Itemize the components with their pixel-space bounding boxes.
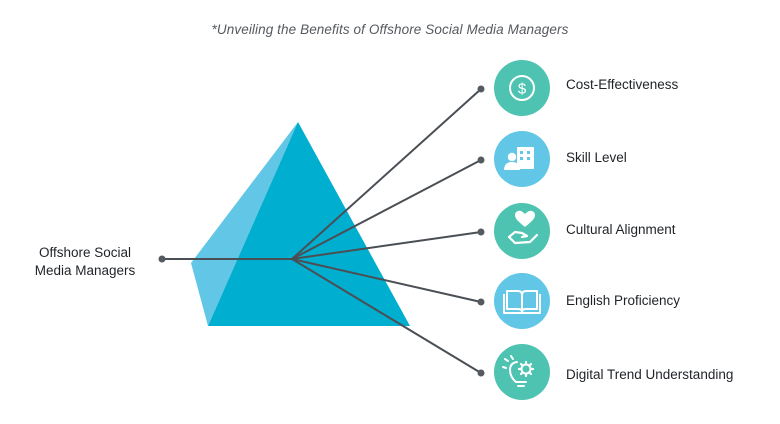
dot-digital-trend — [477, 369, 485, 377]
svg-text:$: $ — [518, 81, 527, 98]
connector-digital-trend — [291, 258, 482, 374]
benefit-label-skill-level: Skill Level — [566, 150, 627, 165]
connector-cost-effectiveness — [291, 88, 482, 260]
dot-cost-effectiveness — [477, 85, 485, 93]
dot-skill-level — [477, 156, 485, 164]
connector-cultural-alignment — [291, 231, 482, 260]
benefit-icon-english-proficiency — [494, 273, 550, 329]
icon-circle — [494, 60, 550, 116]
diagram-title: *Unveiling the Benefits of Offshore Soci… — [211, 22, 569, 37]
benefit-icon-skill-level — [494, 131, 550, 187]
benefit-icon-cost-effectiveness: $ — [494, 60, 550, 116]
center-label-line1: Offshore Social — [38, 245, 132, 260]
center-label: Offshore Social Media Managers — [20, 244, 150, 280]
benefit-label-cultural-alignment: Cultural Alignment — [566, 222, 676, 237]
center-label-line2: Media Managers — [34, 263, 136, 278]
connector-skill-level — [291, 159, 482, 260]
benefit-icon-cultural-alignment — [494, 203, 550, 259]
benefit-label-cost-effectiveness: Cost-Effectiveness — [566, 77, 679, 92]
icon-circle — [494, 203, 550, 259]
benefit-label-english-proficiency: English Proficiency — [566, 293, 681, 308]
connector-english-proficiency — [291, 258, 482, 303]
dot-english-proficiency — [477, 298, 485, 306]
pyramid-light-face — [191, 122, 298, 326]
benefit-icon-digital-trend — [494, 344, 550, 400]
dot-cultural-alignment — [477, 228, 485, 236]
dot-center — [158, 255, 166, 263]
dollar-coin-icon: $ — [509, 75, 535, 101]
connector-dots — [158, 85, 485, 377]
lightbulb-gear-icon — [502, 355, 535, 387]
benefit-label-digital-trend: Digital Trend Understanding — [566, 367, 734, 382]
heart-hand-icon — [507, 210, 539, 245]
connector-lines — [162, 88, 482, 374]
user-building-icon — [504, 147, 534, 170]
open-book-icon — [503, 290, 541, 314]
